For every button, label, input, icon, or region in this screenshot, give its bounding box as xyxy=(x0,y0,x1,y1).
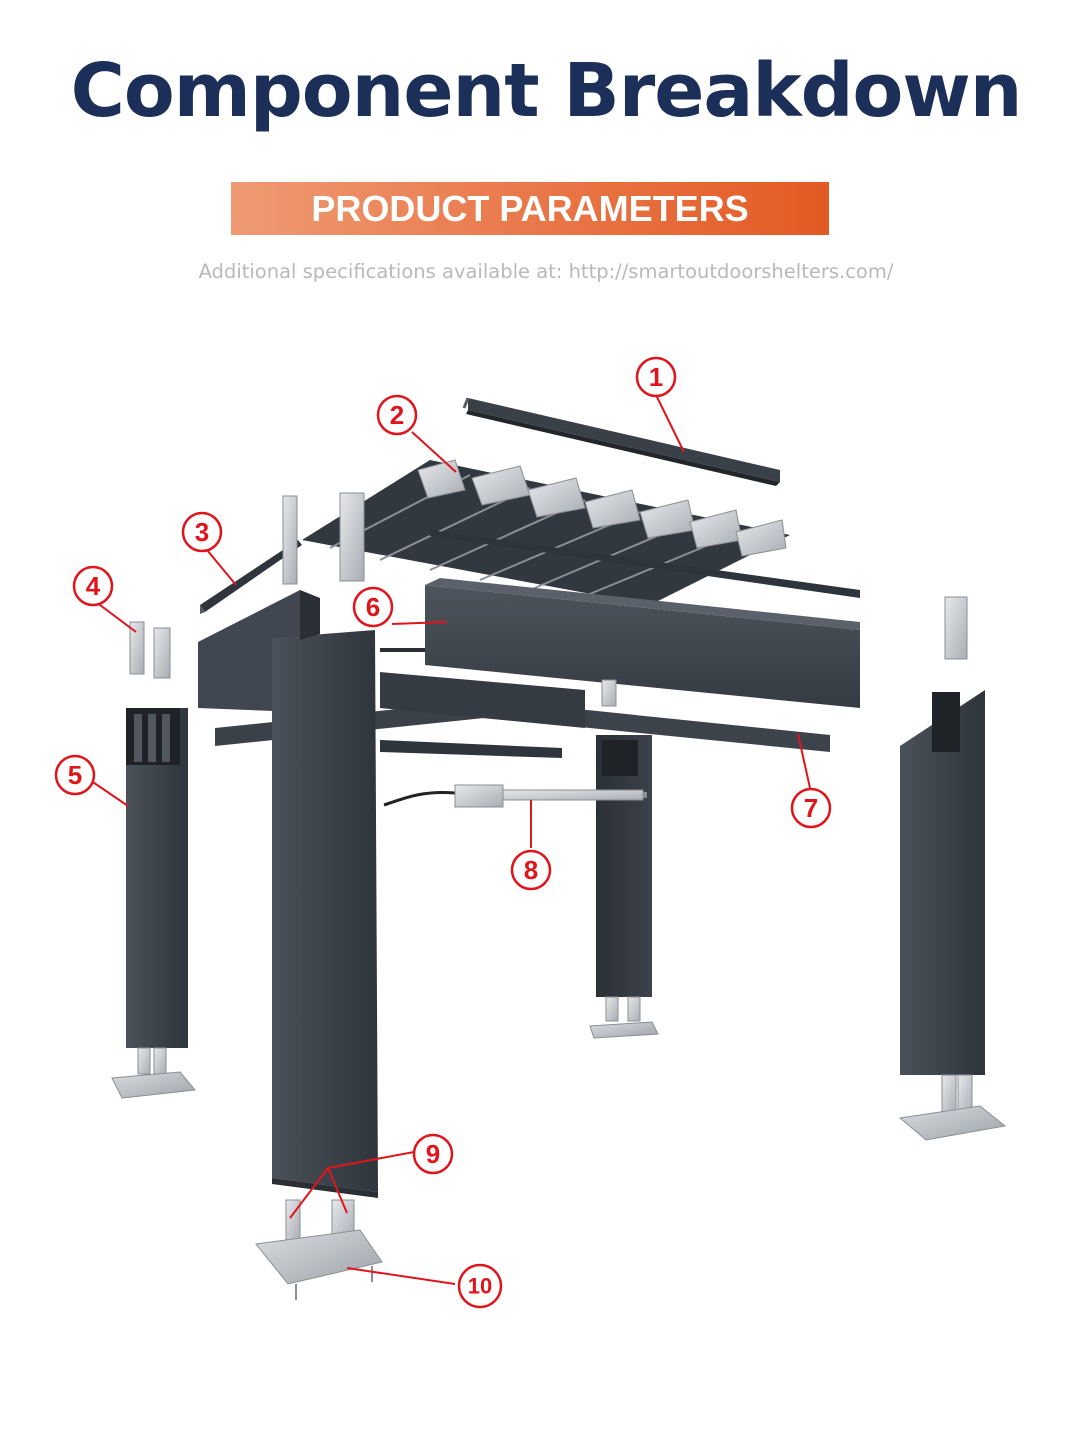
callout-8: 8 xyxy=(510,849,552,891)
callout-1: 1 xyxy=(635,356,677,398)
callout-7: 7 xyxy=(790,787,832,829)
product-parameters-banner: PRODUCT PARAMETERS xyxy=(231,182,829,235)
part-3-side-rail xyxy=(200,540,302,614)
callout-3: 3 xyxy=(181,511,223,553)
right-detached-post xyxy=(898,690,1007,1141)
leader-lines xyxy=(83,394,811,1285)
part-9-10-base xyxy=(255,1199,383,1300)
svg-text:8: 8 xyxy=(524,855,538,885)
callout-9: 9 xyxy=(412,1133,454,1175)
page-title: Component Breakdown xyxy=(70,48,1023,134)
svg-text:2: 2 xyxy=(390,400,404,430)
specifications-note: Additional specifications available at: … xyxy=(198,260,894,283)
callout-4: 4 xyxy=(72,565,114,607)
callout-5: 5 xyxy=(54,754,96,796)
svg-text:9: 9 xyxy=(426,1139,440,1169)
svg-text:4: 4 xyxy=(86,571,101,601)
part-1-gutter-rail xyxy=(462,397,780,486)
svg-text:10: 10 xyxy=(468,1274,492,1299)
front-main-post xyxy=(272,590,378,1198)
part-8-actuator xyxy=(383,784,647,808)
svg-text:6: 6 xyxy=(366,592,380,622)
svg-text:5: 5 xyxy=(68,760,82,790)
callout-6: 6 xyxy=(352,586,394,628)
svg-text:7: 7 xyxy=(804,793,818,823)
svg-text:3: 3 xyxy=(195,517,209,547)
callout-2: 2 xyxy=(376,394,418,436)
svg-text:1: 1 xyxy=(649,362,663,392)
corner-brackets-top xyxy=(282,492,365,585)
callout-10: 10 xyxy=(457,1263,503,1309)
part-5-post-left xyxy=(111,708,196,1099)
part-4-brackets xyxy=(129,596,968,679)
back-center-post xyxy=(589,735,659,1039)
part-2-louvers xyxy=(302,459,790,605)
